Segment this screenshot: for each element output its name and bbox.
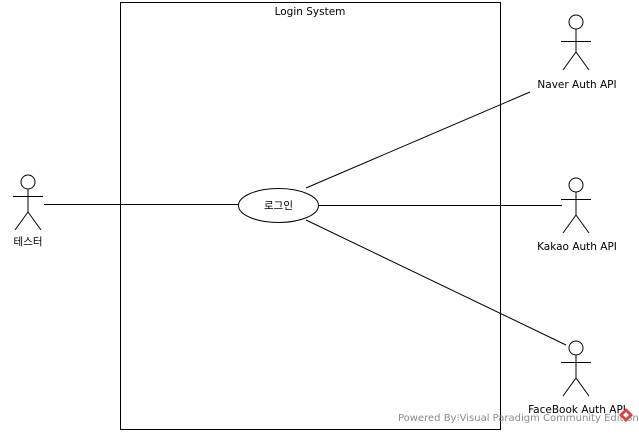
actor-label-tester: 테스터	[14, 236, 43, 248]
actor-label-facebook: FaceBook Auth API	[528, 404, 626, 416]
system-boundary[interactable]	[120, 2, 501, 430]
use-case-label: 로그인	[264, 200, 293, 212]
actor-label-naver: Naver Auth API	[537, 79, 616, 91]
use-case-login[interactable]: 로그인	[238, 188, 319, 223]
watermark-text: Powered By⁝Visual Paradigm Community Edi…	[398, 413, 639, 424]
stick-figure-icon	[561, 14, 591, 71]
stick-figure-icon	[561, 177, 591, 234]
actor-kakao-auth-api[interactable]: Kakao Auth API	[537, 177, 617, 253]
watermark: Powered By⁝Visual Paradigm Community Edi…	[398, 408, 639, 424]
actor-facebook-auth-api[interactable]: FaceBook Auth API	[528, 340, 626, 416]
visual-paradigm-logo-icon	[619, 408, 633, 422]
actor-tester[interactable]: 테스터	[13, 174, 43, 248]
use-case-ellipse	[238, 188, 319, 223]
stick-figure-icon	[13, 174, 43, 231]
stick-figure-icon	[561, 340, 591, 397]
association-login-facebook[interactable]	[305, 219, 567, 346]
system-title: Login System	[275, 6, 346, 18]
association-login-naver[interactable]	[305, 91, 531, 189]
actor-naver-auth-api[interactable]: Naver Auth API	[537, 14, 617, 91]
associations	[44, 91, 567, 346]
actor-label-kakao: Kakao Auth API	[537, 241, 617, 253]
